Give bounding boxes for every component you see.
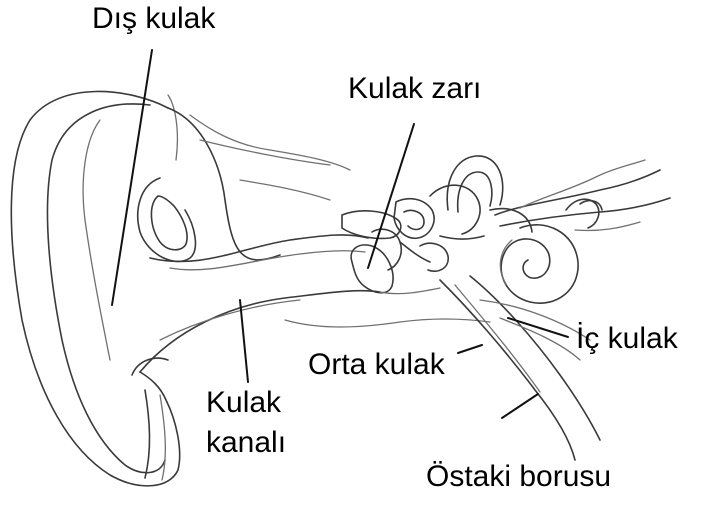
label-ic-kulak: İç kulak (576, 322, 678, 357)
label-orta-kulak: Orta kulak (308, 348, 445, 383)
label-dis-kulak: Dış kulak (92, 2, 215, 37)
leader-orta-kulak (458, 345, 482, 353)
middle-ear-drawing (342, 199, 448, 294)
leader-kulak-zari (368, 124, 414, 268)
label-ostaki-borusu: Östaki borusu (426, 460, 611, 495)
inner-ear-drawing (430, 156, 670, 303)
leader-kulak-kanali (240, 300, 248, 382)
label-kulak-zari: Kulak zarı (348, 72, 481, 107)
outer-ear-drawing (11, 91, 195, 485)
label-kulak-kanali-line2: kanalı (206, 426, 286, 461)
eustachian-tube-drawing (440, 276, 600, 460)
label-kulak-kanali-line1: Kulak (206, 386, 281, 421)
leader-dis-kulak (112, 50, 152, 305)
leader-ostaki-borusu (502, 394, 538, 418)
